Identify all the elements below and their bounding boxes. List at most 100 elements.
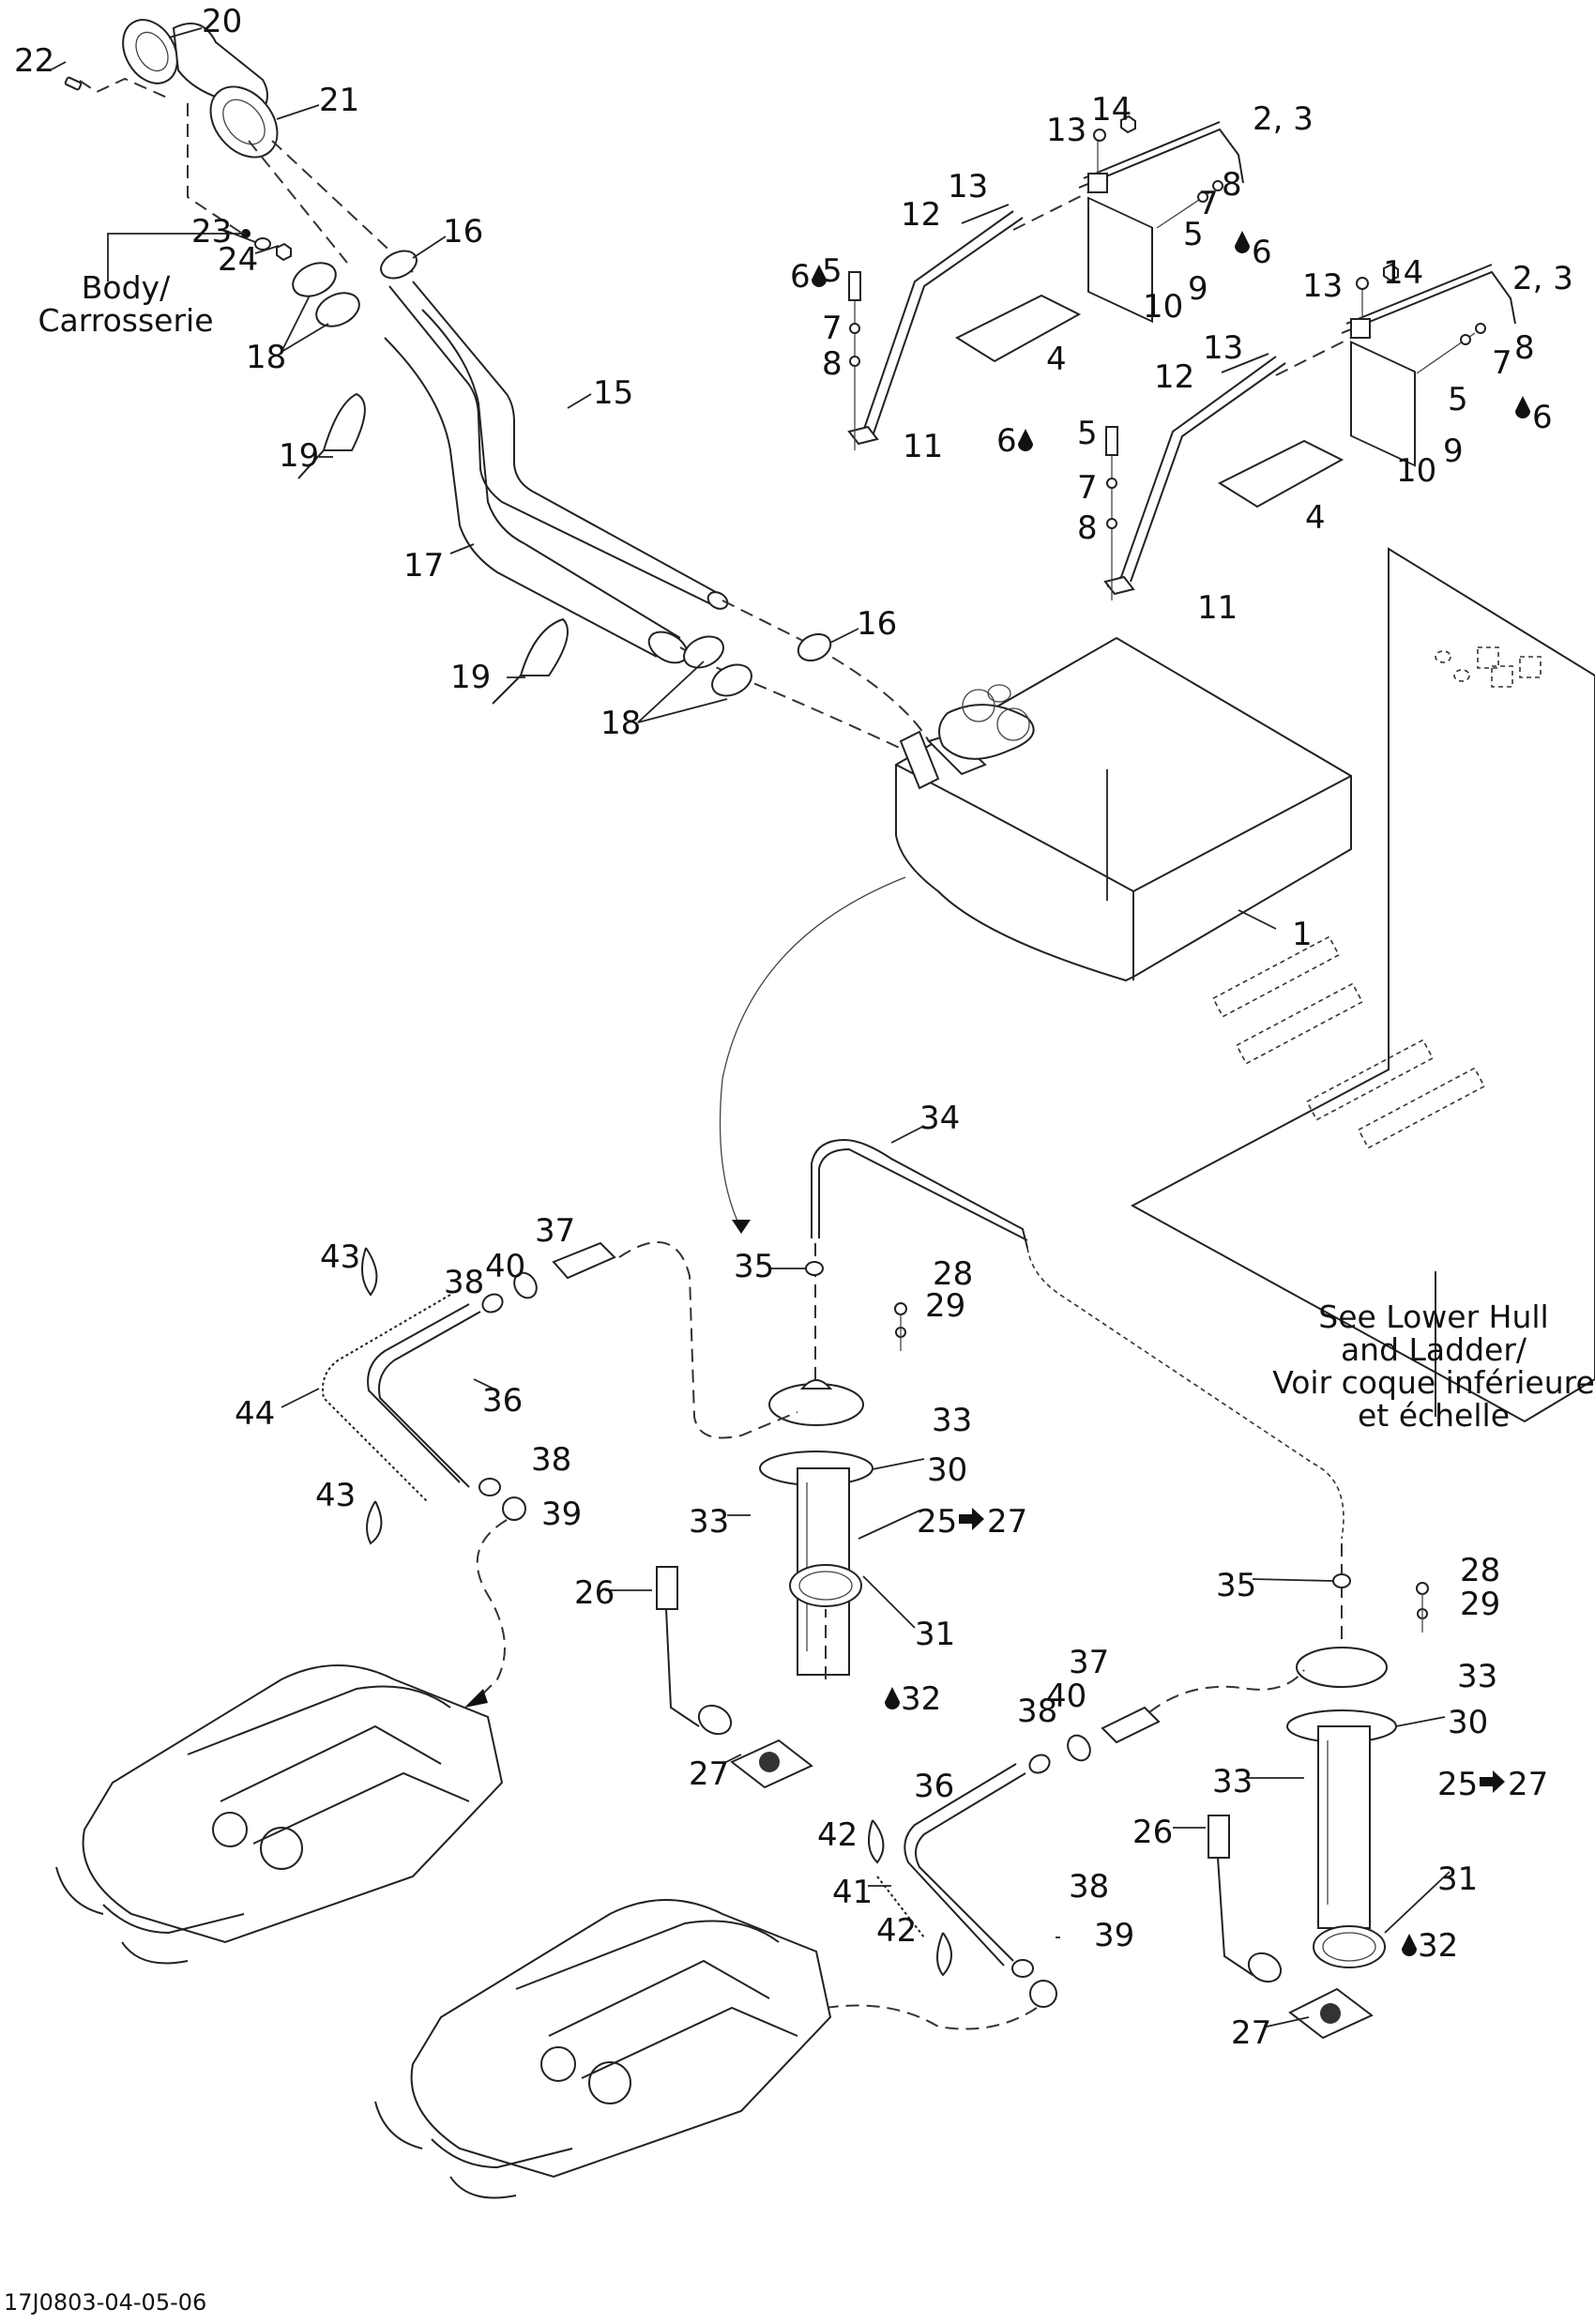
lubricant-drop-icon xyxy=(812,265,827,287)
callout-7: 7 xyxy=(1077,469,1098,507)
callout-37: 37 xyxy=(535,1212,575,1250)
callout-38: 38 xyxy=(1069,1868,1109,1906)
callout-18: 18 xyxy=(246,339,286,376)
callout-27: 27 xyxy=(1508,1766,1548,1803)
callout-33: 33 xyxy=(1457,1658,1497,1695)
engine-2 xyxy=(374,1899,832,2199)
lubricant-drop-icon xyxy=(1515,396,1530,418)
clamp-38-lower xyxy=(478,1478,501,1496)
connector-37 xyxy=(552,1241,616,1280)
hose-clamps-lower xyxy=(683,632,832,697)
callout-26: 26 xyxy=(1132,1814,1173,1851)
callout-42: 42 xyxy=(817,1816,858,1854)
hull-note-line-3: Voir coque inférieure xyxy=(1272,1364,1595,1401)
callout-6: 6 xyxy=(1252,234,1272,271)
callout-8: 8 xyxy=(1514,329,1535,367)
tank-bracket-2 xyxy=(1103,263,1516,600)
clamp-38d xyxy=(1011,1959,1034,1978)
clamp-35 xyxy=(805,1261,824,1276)
hull-stringers xyxy=(1211,935,1486,1149)
plate-9 xyxy=(1087,196,1153,324)
arrow-to-engine-1 xyxy=(464,1689,488,1708)
lower-hull-note: See Lower Hull and Ladder/ Voir coque in… xyxy=(1272,1299,1595,1434)
fuel-level-sender-26b xyxy=(1208,1815,1230,1859)
callout-6-with-drop: 6 xyxy=(1235,231,1272,271)
callout-29: 29 xyxy=(925,1287,965,1325)
nut-24 xyxy=(276,242,292,262)
callout-15: 15 xyxy=(593,374,633,412)
pad-4b xyxy=(1217,439,1344,509)
callout-37: 37 xyxy=(1069,1644,1109,1681)
callout-10: 10 xyxy=(1143,288,1183,326)
callout-13: 13 xyxy=(1046,112,1086,149)
callout-40: 40 xyxy=(485,1248,525,1285)
fuel-pump-assembly-2 xyxy=(1208,1543,1429,2040)
fuel-tank xyxy=(895,636,1352,982)
callout-2-3: 2, 3 xyxy=(1253,100,1314,138)
callout-43: 43 xyxy=(320,1238,360,1276)
callout-12: 12 xyxy=(1154,358,1194,396)
callout-6-with-drop: 6 xyxy=(790,258,827,296)
pad-4 xyxy=(954,294,1082,363)
callout-7: 7 xyxy=(822,310,843,347)
cable-tie-43-lower xyxy=(366,1500,383,1545)
callout-16: 16 xyxy=(857,605,897,643)
fuel-level-sender-26 xyxy=(656,1566,678,1610)
callout-33: 33 xyxy=(932,1402,972,1439)
fuel-hose-36b xyxy=(915,1772,1026,1962)
lubricant-drop-icon xyxy=(1018,429,1033,451)
filler-cap-ring xyxy=(122,19,178,84)
bolt-12 xyxy=(961,204,1010,224)
pump-top-flange xyxy=(768,1383,864,1426)
clamp-18-top-2 xyxy=(315,292,360,327)
callout-32: 32 xyxy=(901,1680,941,1718)
clamp-18-lower-1 xyxy=(683,635,724,669)
screw-22 xyxy=(64,76,83,91)
callout-25-to-27: 25 27 xyxy=(1437,1766,1548,1803)
callout-27: 27 xyxy=(987,1503,1027,1541)
callout-36: 36 xyxy=(482,1382,523,1420)
callout-6: 6 xyxy=(1532,399,1553,436)
callout-35: 35 xyxy=(734,1248,774,1285)
protective-sleeve-44 xyxy=(322,1294,451,1502)
hull-note-line-1: See Lower Hull xyxy=(1318,1299,1548,1335)
callout-30: 30 xyxy=(927,1451,967,1489)
engine-2-block xyxy=(410,1899,832,2179)
sender-float xyxy=(697,1704,733,1736)
callout-13: 13 xyxy=(1203,329,1243,367)
plate-9b xyxy=(1350,341,1416,467)
leader-lines xyxy=(51,27,1451,2028)
callout-25: 25 xyxy=(1437,1766,1478,1803)
cable-ties-19 xyxy=(297,392,569,705)
callout-4: 4 xyxy=(1046,341,1067,378)
callout-5: 5 xyxy=(822,252,843,290)
tank-bracket-1 xyxy=(847,114,1244,450)
callout-6: 6 xyxy=(996,422,1017,460)
callout-32: 32 xyxy=(1418,1927,1458,1965)
callout-13: 13 xyxy=(948,168,988,205)
retainer-40 xyxy=(513,1271,538,1299)
callout-32-with-drop: 32 xyxy=(885,1680,941,1718)
callout-19: 19 xyxy=(450,659,491,696)
engine-1-block xyxy=(82,1664,504,1944)
callout-23: 23 xyxy=(191,213,232,251)
body-note: Body/ Carrosserie xyxy=(38,269,213,339)
cap-39 xyxy=(502,1496,526,1521)
callout-17: 17 xyxy=(403,547,444,585)
callout-12: 12 xyxy=(901,196,941,234)
callout-39: 39 xyxy=(1094,1917,1134,1954)
callout-25-to-27: 25 27 xyxy=(917,1503,1027,1541)
callout-27: 27 xyxy=(689,1755,729,1793)
hose-17-edge xyxy=(421,309,681,639)
callout-28: 28 xyxy=(933,1255,973,1293)
callout-36: 36 xyxy=(914,1768,954,1805)
filler-gasket xyxy=(209,85,279,159)
cap-39b xyxy=(1029,1980,1057,2008)
callout-38: 38 xyxy=(531,1441,571,1479)
callout-5: 5 xyxy=(1183,216,1204,253)
callout-5: 5 xyxy=(1077,415,1098,452)
fuel-hoses xyxy=(384,281,930,752)
washer-23 xyxy=(254,237,271,251)
callout-28: 28 xyxy=(1460,1552,1500,1589)
